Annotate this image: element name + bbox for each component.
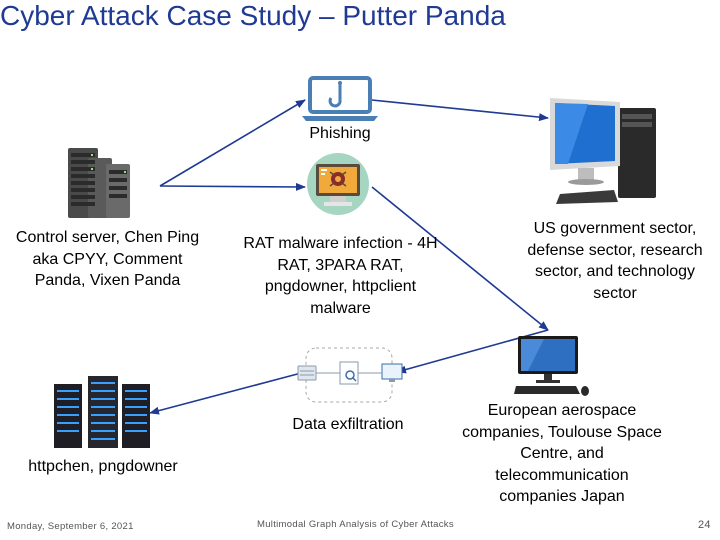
data-exfiltration-icon xyxy=(297,347,403,403)
node-label-us-targets: US government sector, defense sector, re… xyxy=(527,220,703,302)
malware-screen-icon xyxy=(307,153,369,215)
edge-phishing-to-us xyxy=(371,99,549,122)
edge-control-to-phishing xyxy=(159,99,306,187)
phishing-laptop-icon xyxy=(302,76,378,121)
node-label-european-targets: European aerospace companies, Toulouse S… xyxy=(462,402,662,505)
node-label-rat-malware: RAT malware infection - 4H RAT, 3PARA RA… xyxy=(243,235,438,317)
monitor-keyboard-icon xyxy=(514,336,589,396)
node-label-httpchen: httpchen, pngdowner xyxy=(28,458,178,475)
node-label-control-server: Control server, Chen Ping aka CPYY, Comm… xyxy=(15,229,200,289)
desktop-computer-icon xyxy=(550,98,656,204)
slide-title: Cyber Attack Case Study – Putter Panda xyxy=(0,0,506,31)
control-server-icon xyxy=(68,148,130,218)
footer-date: Monday, September 6, 2021 xyxy=(7,521,134,532)
edge-exfil-to-httpchen xyxy=(149,371,306,415)
edge-control-to-rat xyxy=(159,182,306,191)
node-label-data-exfiltration: Data exfiltration xyxy=(292,416,404,433)
page-number: 24 xyxy=(698,519,711,531)
footer-title: Multimodal Graph Analysis of Cyber Attac… xyxy=(257,519,454,530)
server-cluster-icon xyxy=(54,376,150,448)
edge-rat-to-us xyxy=(371,186,549,331)
node-label-phishing: Phishing xyxy=(309,125,371,142)
